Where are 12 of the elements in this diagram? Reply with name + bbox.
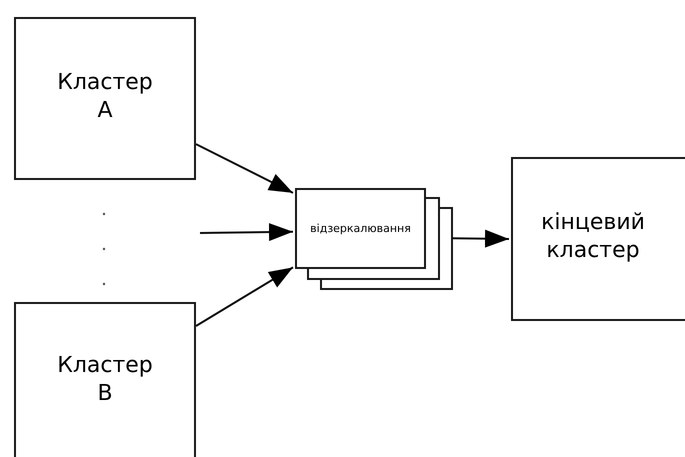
arrow — [195, 266, 294, 327]
process-box — [511, 157, 685, 321]
process-box — [14, 17, 196, 180]
node-label: кінцевий кластер — [540, 209, 646, 265]
arrow — [196, 143, 294, 194]
arrow — [452, 230, 510, 248]
process-box — [14, 302, 196, 457]
node-label: відзеркалювання — [310, 222, 411, 236]
arrow — [200, 223, 294, 242]
node-label: Кластер A — [56, 69, 154, 125]
process-box — [295, 188, 426, 269]
node-label: Кластер B — [56, 352, 154, 408]
